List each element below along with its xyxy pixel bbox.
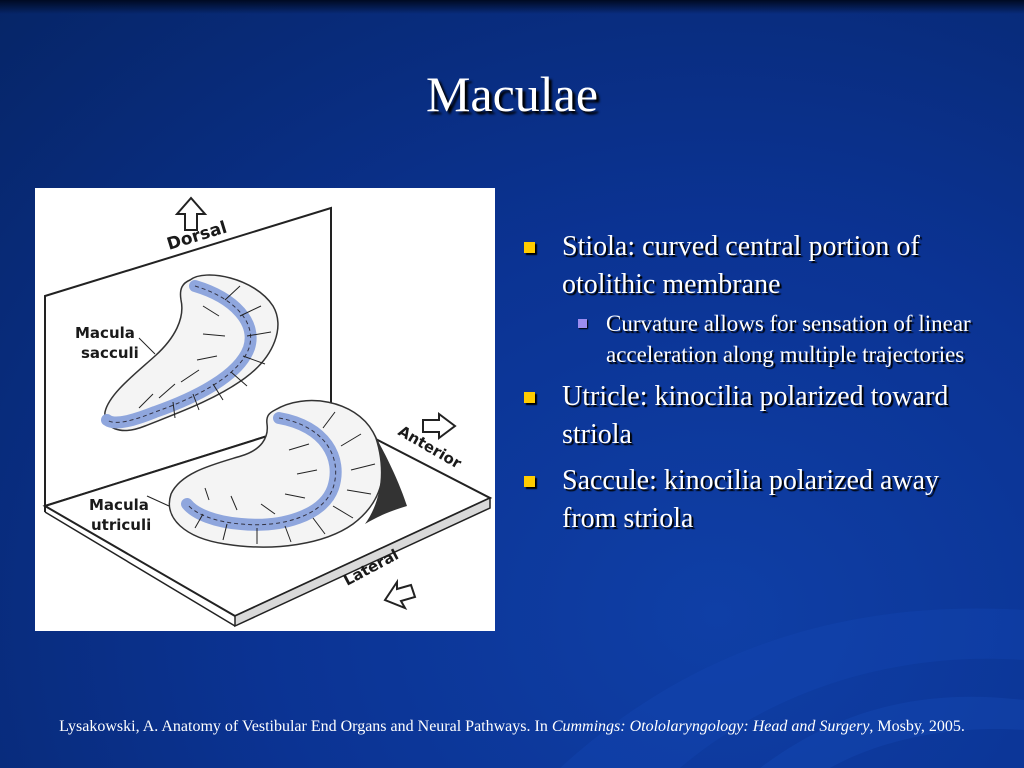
bullet-item: Saccule: kinocilia polarized away from s… [520,462,990,538]
citation-source: Cummings: Otololaryngology: Head and Sur… [551,718,870,735]
citation-publisher: , Mosby, 2005. [869,718,965,735]
square-bullet-icon [524,476,535,487]
bullet-text: Stiola: curved central portion of otolit… [562,231,920,300]
dorsal-arrow-icon [174,196,208,231]
lateral-arrow-icon [383,578,417,610]
bullet-item: Stiola: curved central portion of otolit… [520,228,990,304]
square-bullet-icon [524,242,535,253]
maculae-figure: Dorsal Anterior Lateral Macula sacculi M… [35,188,495,631]
bullet-text: Utricle: kinocilia polarized toward stri… [562,381,949,450]
slide-title: Maculae [425,66,599,122]
citation: Lysakowski, A. Anatomy of Vestibular End… [40,716,984,738]
macula-utriculi-label-2: utriculi [91,516,151,534]
square-bullet-icon [524,392,535,403]
square-bullet-icon [578,319,587,328]
bullet-item: Utricle: kinocilia polarized toward stri… [520,378,990,454]
anterior-arrow-icon [422,412,457,440]
macula-sacculi-label-1: Macula [75,324,135,342]
top-band [0,0,1024,14]
macula-utriculi-label-1: Macula [89,496,149,514]
bullet-text: Saccule: kinocilia polarized away from s… [562,465,940,534]
citation-text: Lysakowski, A. Anatomy of Vestibular End… [59,718,552,735]
sub-bullet-item: Curvature allows for sensation of linear… [520,308,990,370]
macula-utriculi-shape [168,399,384,548]
macula-sacculi-label-2: sacculi [81,344,139,362]
bullet-list: Stiola: curved central portion of otolit… [520,228,990,546]
sub-bullet-text: Curvature allows for sensation of linear… [606,311,971,367]
